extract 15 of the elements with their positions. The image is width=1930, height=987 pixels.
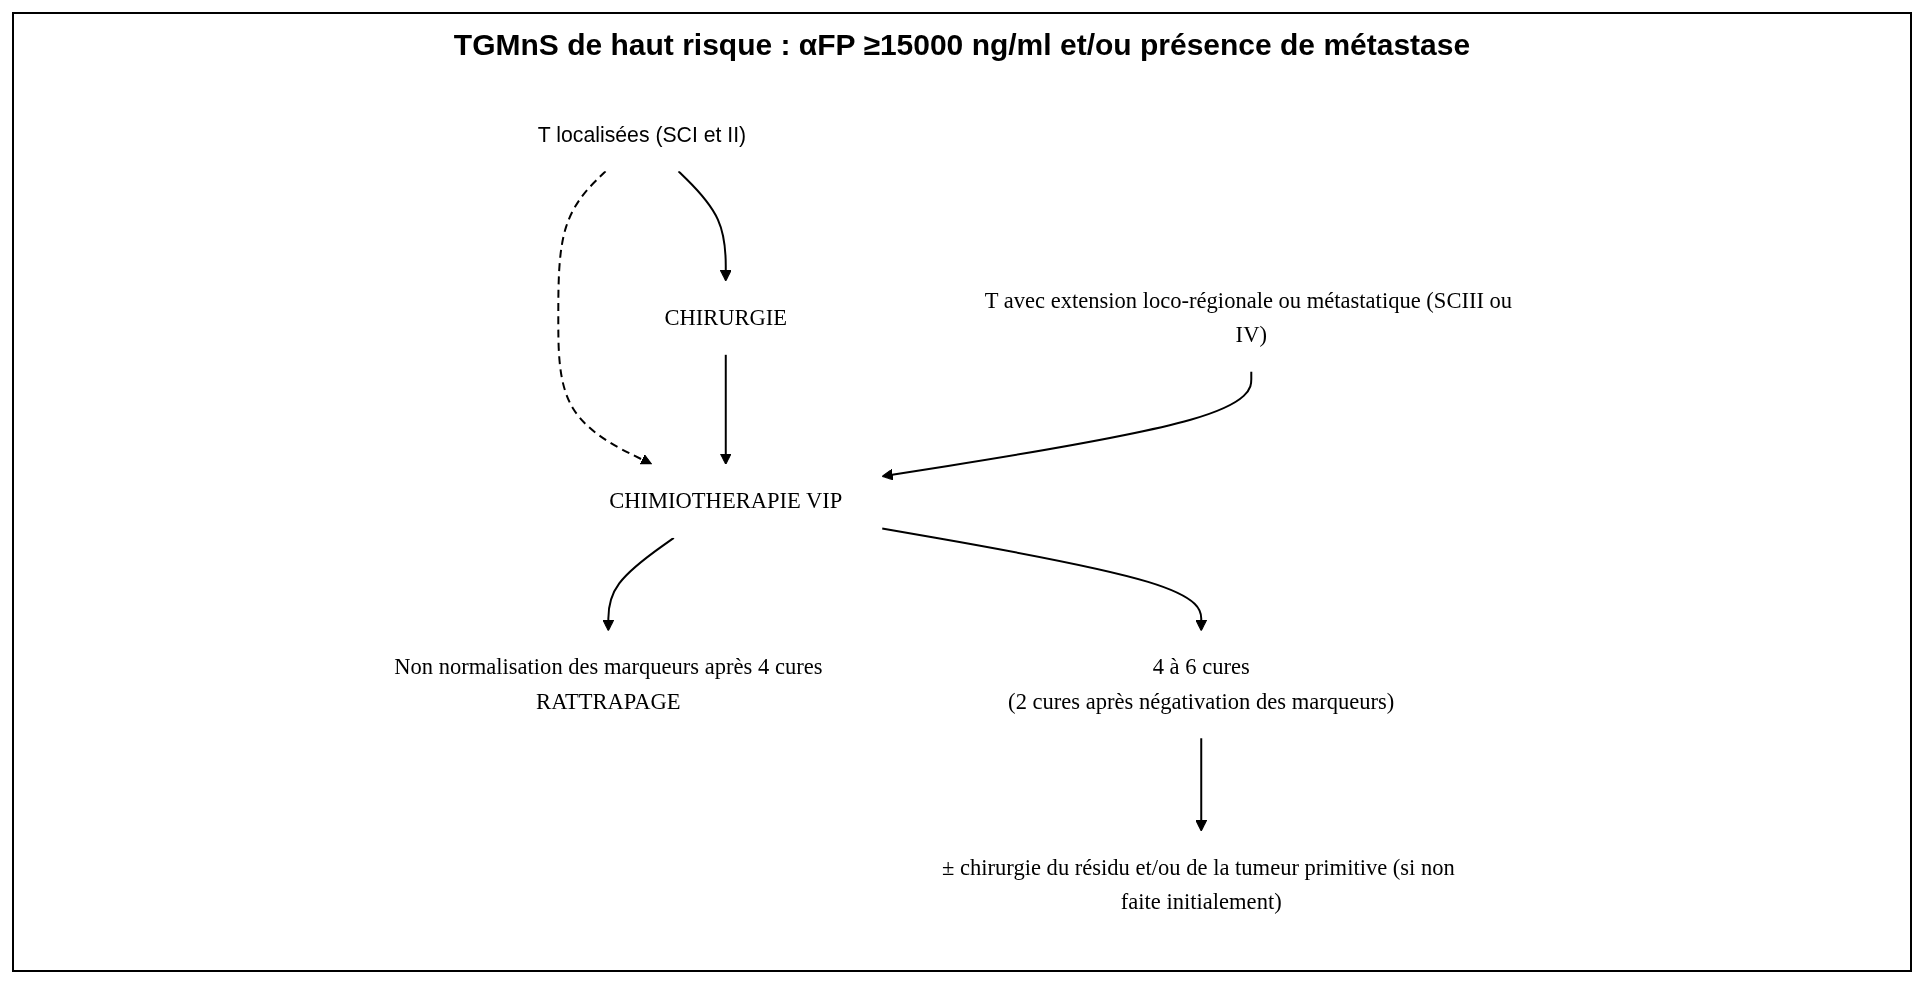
arrow <box>719 353 732 465</box>
arrow <box>557 170 653 465</box>
arrow <box>602 536 675 632</box>
node-text: 4 à 6 cures (2 cures après négativation des marqueurs) <box>1008 654 1395 714</box>
node-text: T localisées (SCI et II) <box>537 123 747 147</box>
node-text: CHIRURGIE <box>664 304 788 331</box>
node-text: ± chirurgie du résidu et/ou de la tumeur primitive (si non faite initialement) <box>942 854 1455 914</box>
arrow <box>881 527 1208 632</box>
node-text: Non normalisation des marqueurs après 4 cures RATTRAPAGE <box>394 654 823 714</box>
arrow <box>677 170 732 282</box>
diagram-title: TGMnS de haut risque : αFP ≥15000 ng/ml et/ou présence de métastase <box>453 28 1471 62</box>
arrow <box>1195 737 1208 832</box>
node-text: CHIMIOTHERAPIE VIP <box>609 488 843 514</box>
node-text: T avec extension loco-régionale ou métastatique (SCIII ou IV) <box>984 287 1513 347</box>
arrow <box>881 370 1253 481</box>
